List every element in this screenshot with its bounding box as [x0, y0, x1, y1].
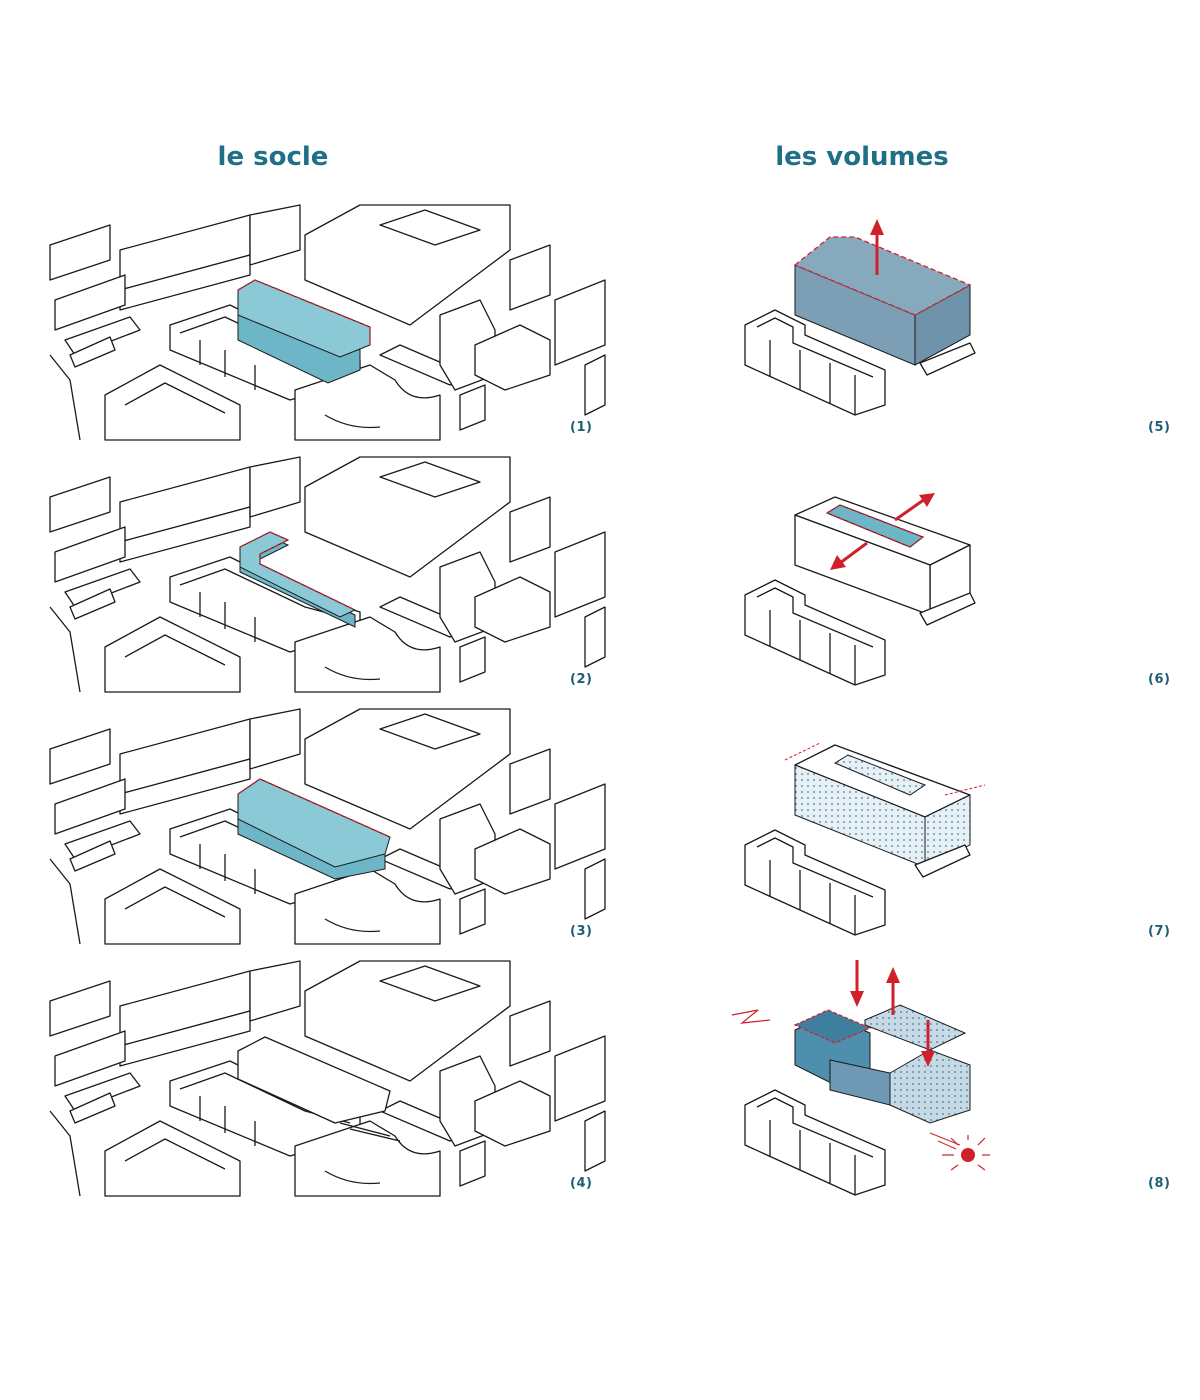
panel-label-6: (6): [1148, 672, 1171, 687]
panel-2-socle: [49, 456, 606, 693]
panel-label-8: (8): [1148, 1176, 1171, 1191]
volume-study-6: [744, 493, 976, 686]
panel-5-volumes: [744, 215, 995, 416]
stacked-volumes-8: [793, 1004, 971, 1124]
volume-study-8: [731, 960, 990, 1196]
up-arrow-5: [870, 219, 884, 275]
courtyard-volume-6: [794, 496, 976, 626]
heading-les-volumes: les volumes: [775, 142, 949, 172]
panel-8-volumes: [730, 955, 1010, 1196]
section-lines-7: [784, 742, 986, 796]
axonometric-context-1: [49, 204, 606, 441]
axonometric-context-4: [49, 960, 606, 1197]
panel-label-2: (2): [570, 672, 593, 687]
perforated-volume-7: [794, 744, 971, 878]
panel-label-7: (7): [1148, 924, 1171, 939]
panel-6-volumes: [744, 485, 995, 686]
vertical-arrows-8: [850, 960, 935, 1067]
axonometric-context-2: [49, 456, 606, 693]
panel-7-volumes: [744, 735, 995, 936]
volume-study-5: [744, 219, 976, 416]
highlighted-slab-3: [237, 778, 391, 880]
heading-le-socle: le socle: [217, 142, 329, 172]
panel-label-4: (4): [570, 1176, 593, 1191]
outlined-podium-4: [237, 1036, 401, 1142]
panel-label-1: (1): [570, 420, 593, 435]
volume-study-7: [744, 742, 986, 936]
highlighted-podium-1: [237, 279, 371, 384]
panel-label-5: (5): [1148, 420, 1171, 435]
axonometric-context-3: [49, 708, 606, 945]
extruded-volume-5: [793, 236, 976, 376]
outward-arrows-6: [830, 493, 935, 570]
panel-1-socle: [49, 204, 606, 441]
wind-icon: [731, 1009, 771, 1024]
panel-4-socle: [49, 960, 606, 1197]
panel-3-socle: [49, 708, 606, 945]
highlighted-l-wing-2: [239, 531, 357, 628]
sun-icon: [929, 1132, 990, 1171]
panel-label-3: (3): [570, 924, 593, 939]
